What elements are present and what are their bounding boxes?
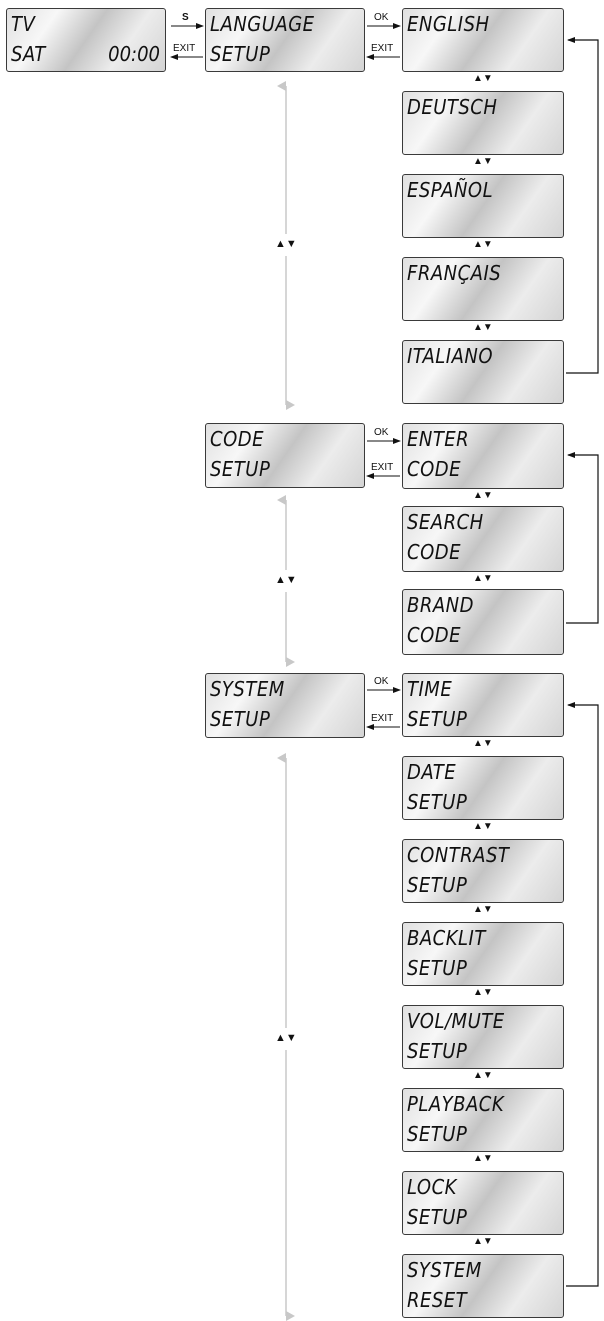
ok-key-label-language: OK [374, 12, 389, 23]
loop-code [566, 452, 599, 624]
ok-key-label-system: OK [374, 676, 389, 687]
lcd-option-line-1: PLAYBACK [407, 1092, 505, 1116]
exit-key-label: EXIT [173, 43, 196, 54]
updown-between-options: ▲▼ [473, 1153, 493, 1164]
exit-key-label-system: EXIT [371, 713, 394, 724]
lcd-option-line-2: SETUP [407, 873, 468, 897]
lcd-option-language-4[interactable]: ITALIANO [402, 340, 564, 404]
updown-between-options: ▲▼ [473, 322, 493, 333]
lcd-option-line-1: VOL/MUTE [407, 1009, 505, 1033]
lcd-system-setup[interactable]: SYSTEM SETUP [205, 673, 365, 738]
lcd-option-line-1: CONTRAST [407, 843, 510, 867]
lcd-line-2: SETUP [210, 707, 271, 731]
lcd-option-line-2: SETUP [407, 956, 468, 980]
lcd-option-line-2: SETUP [407, 1205, 468, 1229]
lcd-option-line-1: BACKLIT [407, 926, 486, 950]
lcd-option-line-2 [407, 39, 559, 69]
lcd-option-line-1: ENGLISH [407, 12, 490, 36]
lcd-line-1: LANGUAGE [210, 12, 315, 36]
loop-language [566, 37, 599, 374]
lcd-option-code-2[interactable]: BRAND CODE [402, 589, 564, 655]
lcd-language-setup[interactable]: LANGUAGE SETUP [205, 8, 365, 72]
lcd-option-line-1: SYSTEM [407, 1258, 482, 1282]
updown-between-options: ▲▼ [473, 1236, 493, 1247]
lcd-option-code-1[interactable]: SEARCH CODE [402, 506, 564, 572]
remote-display: TV SAT 00:00 [6, 8, 166, 72]
updown-between-options: ▲▼ [473, 156, 493, 167]
lcd-code-setup[interactable]: CODE SETUP [205, 423, 365, 488]
lcd-option-line-2: SETUP [407, 1122, 468, 1146]
lcd-option-line-2: CODE [407, 457, 461, 481]
lcd-option-line-1: DATE [407, 760, 457, 784]
lcd-option-line-2: RESET [407, 1288, 468, 1312]
updown-between-options: ▲▼ [473, 490, 493, 501]
lcd-option-line-2 [407, 371, 559, 401]
updown-label-system: ▲▼ [275, 1032, 297, 1044]
lcd-option-code-0[interactable]: ENTER CODE [402, 423, 564, 489]
lcd-option-language-0[interactable]: ENGLISH [402, 8, 564, 72]
loop-system [566, 702, 599, 1287]
lcd-option-line-1: ESPAÑOL [407, 178, 494, 202]
exit-key-label-code: EXIT [371, 462, 394, 473]
lcd-option-system-4[interactable]: VOL/MUTE SETUP [402, 1005, 564, 1069]
lcd-option-line-2 [407, 288, 559, 318]
lcd-option-system-2[interactable]: CONTRAST SETUP [402, 839, 564, 903]
lcd-option-line-1: FRANÇAIS [407, 261, 502, 285]
lcd-option-line-2 [407, 205, 559, 235]
ok-key-label-code: OK [374, 427, 389, 438]
lcd-option-line-1: ITALIANO [407, 344, 494, 368]
lcd-option-line-2: SETUP [407, 1039, 468, 1063]
lcd-option-line-1: TIME [407, 677, 453, 701]
lcd-option-system-3[interactable]: BACKLIT SETUP [402, 922, 564, 986]
lcd-option-line-1: BRAND [407, 593, 474, 617]
lcd-option-language-3[interactable]: FRANÇAIS [402, 257, 564, 321]
lcd-option-system-6[interactable]: LOCK SETUP [402, 1171, 564, 1235]
display-time: 00:00 [108, 42, 160, 66]
lcd-line-1: CODE [210, 427, 264, 451]
lcd-option-system-1[interactable]: DATE SETUP [402, 756, 564, 820]
updown-between-options: ▲▼ [473, 573, 493, 584]
updown-between-options: ▲▼ [473, 821, 493, 832]
updown-between-options: ▲▼ [473, 904, 493, 915]
lcd-option-line-2: CODE [407, 540, 461, 564]
lcd-option-line-2: SETUP [407, 790, 468, 814]
lcd-option-system-0[interactable]: TIME SETUP [402, 673, 564, 737]
updown-between-options: ▲▼ [473, 239, 493, 250]
lcd-option-system-7[interactable]: SYSTEM RESET [402, 1254, 564, 1318]
updown-label-language: ▲▼ [275, 238, 297, 250]
updown-between-options: ▲▼ [473, 738, 493, 749]
lcd-option-line-1: ENTER [407, 427, 470, 451]
exit-key-label-language: EXIT [371, 43, 394, 54]
updown-between-options: ▲▼ [473, 73, 493, 84]
lcd-option-line-1: SEARCH [407, 510, 484, 534]
updown-between-options: ▲▼ [473, 987, 493, 998]
lcd-option-line-2 [407, 122, 559, 152]
lcd-option-line-1: DEUTSCH [407, 95, 498, 119]
display-line-1: TV [11, 12, 36, 36]
display-line-2: SAT [11, 42, 46, 66]
lcd-line-2: SETUP [210, 457, 271, 481]
lcd-option-line-2: SETUP [407, 707, 468, 731]
lcd-line-2: SETUP [210, 42, 271, 66]
updown-label-code: ▲▼ [275, 574, 297, 586]
lcd-option-line-2: CODE [407, 623, 461, 647]
s-key-label: S [182, 12, 189, 23]
lcd-line-1: SYSTEM [210, 677, 285, 701]
lcd-option-language-2[interactable]: ESPAÑOL [402, 174, 564, 238]
lcd-option-system-5[interactable]: PLAYBACK SETUP [402, 1088, 564, 1152]
updown-between-options: ▲▼ [473, 1070, 493, 1081]
lcd-option-line-1: LOCK [407, 1175, 457, 1199]
lcd-option-language-1[interactable]: DEUTSCH [402, 91, 564, 155]
